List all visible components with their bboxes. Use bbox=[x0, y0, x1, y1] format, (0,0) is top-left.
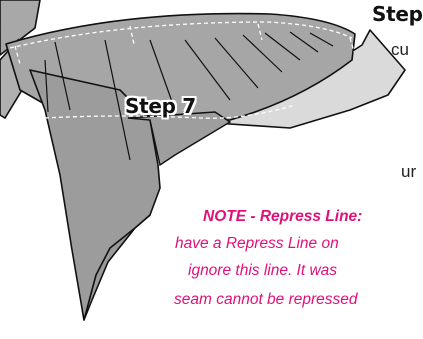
note-line-3: ignore this line. It was bbox=[188, 262, 338, 279]
fold-lines bbox=[44, 31, 334, 161]
note-line-2: have a Repress Line on bbox=[175, 235, 339, 252]
back-fabric-piece bbox=[0, 0, 41, 57]
text-fragment-cu: cu bbox=[391, 40, 409, 59]
pleat-fold bbox=[127, 111, 232, 167]
note-title: NOTE - Repress Line: bbox=[203, 208, 363, 225]
text-fragment-un: ur bbox=[401, 162, 417, 181]
step-heading-partial: Step bbox=[372, 2, 423, 26]
stitch-lines bbox=[9, 21, 355, 119]
step-7-label: Step 7 bbox=[125, 94, 196, 118]
note-line-4: seam cannot be repressed bbox=[174, 291, 358, 308]
